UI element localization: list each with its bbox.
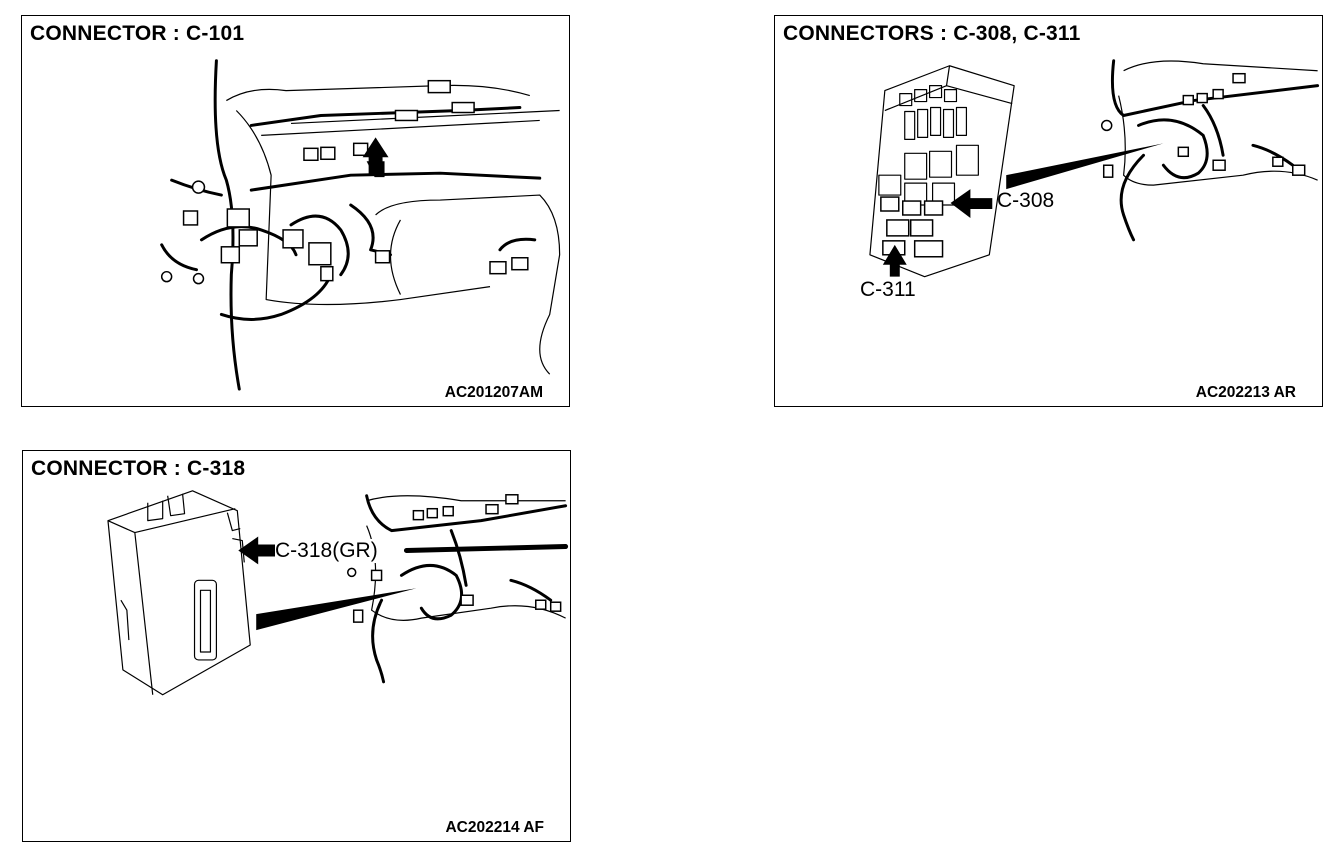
label-c308: C-308 bbox=[997, 189, 1055, 212]
figure-code: AC201207AM bbox=[444, 384, 543, 401]
panel-title: CONNECTOR : C-101 bbox=[30, 22, 245, 45]
label-c318: C-318(GR) bbox=[275, 539, 378, 563]
panel-connector-c318: CONNECTOR : C-318 bbox=[22, 450, 571, 842]
junction-block-illustration bbox=[869, 59, 1320, 278]
panel-connector-c101: CONNECTOR : C-101 bbox=[21, 15, 570, 407]
panel-title: CONNECTORS : C-308, C-311 bbox=[783, 22, 1081, 45]
panel-title: CONNECTOR : C-318 bbox=[31, 457, 246, 480]
label-c311: C-311 bbox=[860, 278, 916, 301]
figure-code: AC202214 AF bbox=[445, 819, 544, 836]
dashboard-harness-illustration bbox=[160, 59, 561, 391]
control-unit-illustration bbox=[107, 490, 569, 696]
figure-code: AC202213 AR bbox=[1195, 384, 1296, 401]
panel-connectors-c308-c311: CONNECTORS : C-308, C-311 bbox=[774, 15, 1323, 407]
